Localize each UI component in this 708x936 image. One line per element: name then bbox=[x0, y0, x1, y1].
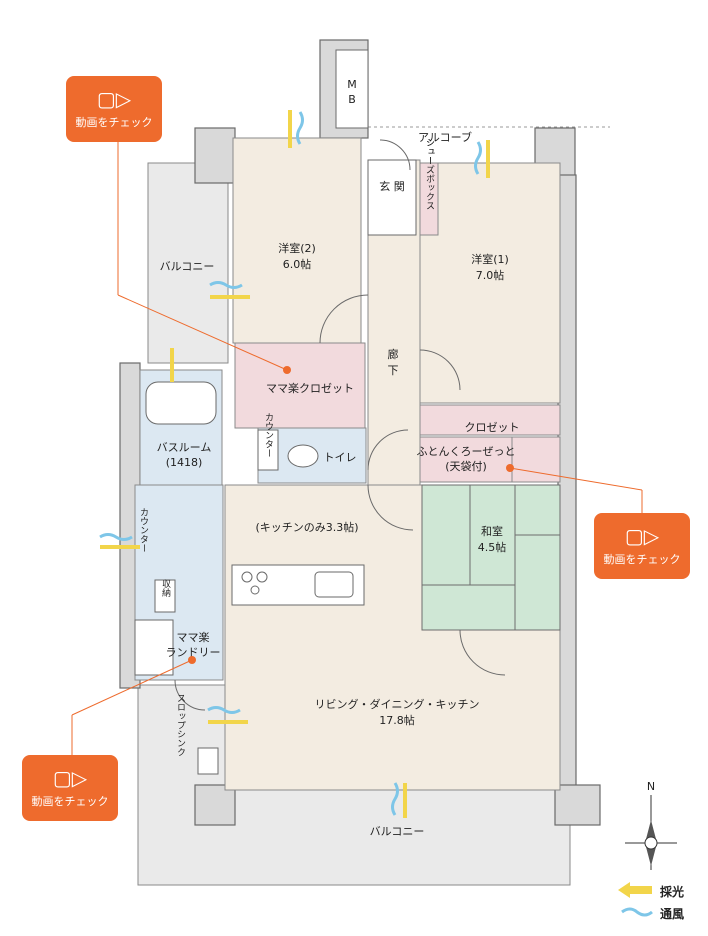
callout-3-dot bbox=[188, 656, 196, 664]
wind-mark-counter bbox=[99, 533, 133, 541]
toilet-bowl bbox=[287, 444, 319, 468]
ldk-name: リビング・ダイニング・キッチン bbox=[315, 697, 480, 711]
door-ldk bbox=[367, 484, 414, 531]
room-western-1 bbox=[419, 162, 561, 404]
futon-closet-line2: (天袋付) bbox=[445, 459, 487, 473]
balcony-left bbox=[147, 162, 229, 364]
door-western2 bbox=[319, 294, 369, 344]
balcony-left-label: バルコニー bbox=[160, 260, 215, 273]
washitsu-name: 和室 bbox=[481, 524, 503, 538]
storage-label: 収納 bbox=[160, 578, 171, 598]
wall-pillar-bottom-right bbox=[554, 784, 601, 826]
alcove-label: アルコーブ bbox=[418, 130, 472, 144]
callout-1-dot bbox=[283, 366, 291, 374]
futon-closet-line1: ふとんくろーぜっと bbox=[417, 445, 516, 458]
door-washitsu bbox=[459, 629, 506, 676]
counter-label: カウンター bbox=[138, 507, 149, 552]
stove-burner-2 bbox=[256, 571, 268, 583]
wind-mark-left bbox=[209, 281, 243, 289]
mb-box bbox=[335, 49, 369, 129]
washitsu-size: 4.5帖 bbox=[478, 541, 507, 554]
wall-right bbox=[557, 174, 577, 791]
storage-box bbox=[154, 579, 176, 613]
legend-wind-mark bbox=[621, 907, 653, 917]
room-western-2 bbox=[232, 137, 362, 344]
western1-name: 洋室(1) bbox=[471, 252, 509, 266]
balcony-bottom-label: バルコニー bbox=[370, 825, 425, 838]
hallway-label-2: 下 bbox=[388, 364, 399, 377]
legend-light-arrow bbox=[618, 882, 652, 898]
video-camera-icon: ▢▷ bbox=[96, 87, 132, 111]
shoe-box-label-2: シューズボックス bbox=[424, 138, 435, 210]
room-washitsu bbox=[421, 484, 561, 631]
door-toilet bbox=[367, 429, 409, 471]
bath-name: バスルーム bbox=[157, 441, 212, 454]
video-callout-label: 動画をチェック bbox=[75, 116, 153, 129]
wind-mark-top-left bbox=[296, 111, 304, 145]
washing-machine bbox=[134, 619, 174, 676]
wind-mark-top-right bbox=[474, 141, 482, 175]
door-laundry bbox=[174, 679, 206, 711]
laundry-line2: ランドリー bbox=[166, 646, 221, 659]
legend-wind-label: 通風 bbox=[660, 907, 685, 921]
legend-marks bbox=[618, 882, 653, 917]
compass-center bbox=[644, 836, 658, 850]
video-callout-western2[interactable]: ▢▷ 動画をチェック bbox=[66, 76, 162, 142]
legend-light-label: 採光 bbox=[660, 885, 685, 899]
closet bbox=[419, 404, 561, 436]
wind-mark-ldk bbox=[207, 706, 241, 714]
video-callout-label: 動画をチェック bbox=[603, 553, 681, 566]
compass: N bbox=[625, 780, 677, 870]
door-western1 bbox=[419, 349, 461, 391]
video-camera-icon: ▢▷ bbox=[52, 766, 88, 790]
counter-storage bbox=[257, 429, 279, 471]
wind-mark-bottom bbox=[391, 782, 399, 816]
video-callout-futon[interactable]: ▢▷ 動画をチェック bbox=[594, 513, 690, 579]
western2-size: 6.0帖 bbox=[283, 258, 312, 271]
compass-north-label: N bbox=[647, 780, 655, 793]
slop-sink bbox=[197, 747, 219, 775]
stove-burner-1 bbox=[241, 571, 253, 583]
mama-closet bbox=[234, 342, 366, 429]
airflow-markers bbox=[99, 110, 490, 818]
kitchen-note: (キッチンのみ3.3帖) bbox=[255, 521, 358, 534]
video-callout-label: 動画をチェック bbox=[31, 795, 109, 808]
laundry-line1: ママ楽 bbox=[177, 631, 210, 644]
slop-sink-label: スロップシンク bbox=[175, 694, 185, 757]
kitchen-sink bbox=[314, 571, 354, 598]
callout-3-leader bbox=[71, 659, 193, 716]
mb-label-1: M bbox=[347, 78, 357, 91]
callout-2-leader bbox=[509, 467, 643, 491]
entrance-floor bbox=[367, 159, 417, 236]
video-camera-icon: ▢▷ bbox=[624, 524, 660, 548]
mama-closet-label: ママ楽クロゼット bbox=[266, 382, 354, 395]
hallway-label-1: 廊 bbox=[388, 347, 399, 361]
toilet-label: トイレ bbox=[324, 451, 357, 464]
counter-storage-1: カウンター bbox=[263, 412, 274, 457]
entrance-label: 玄 関 bbox=[379, 179, 405, 193]
shoe-box-overlay bbox=[419, 162, 439, 236]
mb-label-2: B bbox=[348, 93, 356, 106]
futon-closet bbox=[419, 436, 513, 483]
bathtub bbox=[145, 381, 217, 425]
door-entrance bbox=[379, 139, 411, 171]
video-callout-laundry[interactable]: ▢▷ 動画をチェック bbox=[22, 755, 118, 821]
western2-name: 洋室(2) bbox=[278, 241, 316, 255]
callout-2-dot bbox=[506, 464, 514, 472]
western1-size: 7.0帖 bbox=[476, 269, 505, 282]
closet-label: クロゼット bbox=[465, 421, 520, 434]
ldk-size: 17.8帖 bbox=[379, 714, 415, 727]
stove-burner-3 bbox=[250, 585, 260, 595]
bath-size: (1418) bbox=[166, 456, 203, 469]
wall-pillar-top-left bbox=[194, 127, 236, 184]
wall-pillar-bottom-left bbox=[194, 784, 236, 826]
callout-1-leader bbox=[117, 294, 288, 371]
